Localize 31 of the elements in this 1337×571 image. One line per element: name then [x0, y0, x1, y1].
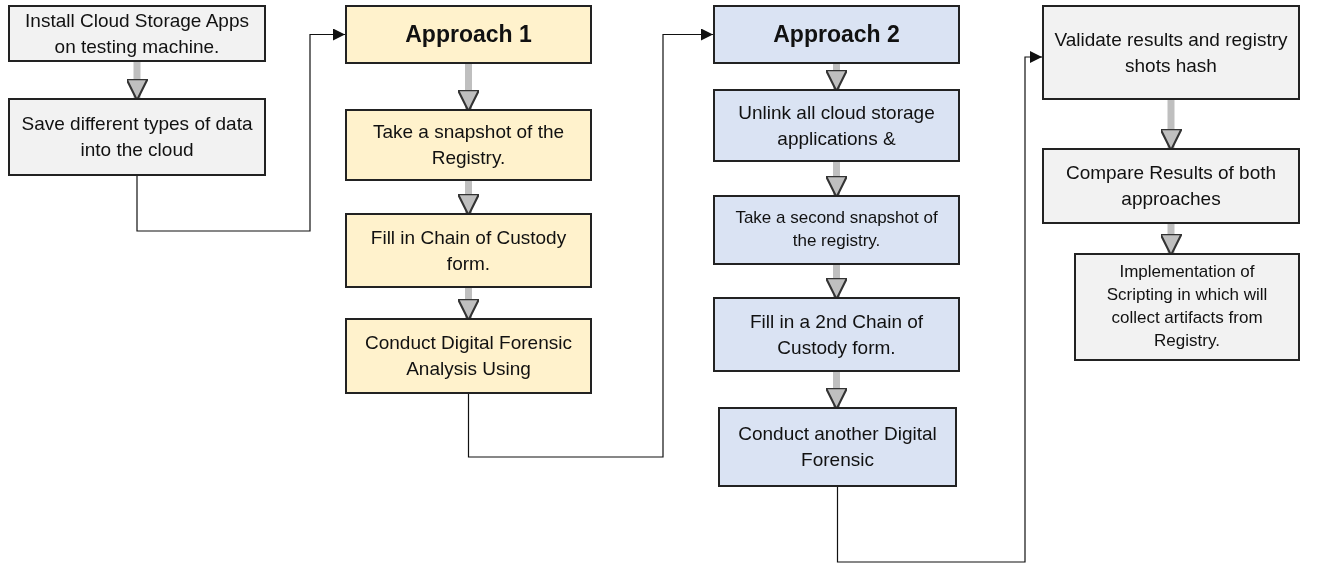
- connector-arrow: [836, 51, 1043, 563]
- heading-text: Approach 2: [773, 19, 900, 49]
- step-text: Unlink all cloud storage applications &: [737, 100, 936, 151]
- process-box: [1042, 148, 1300, 224]
- step-text: Implementation of Scripting in which will collect artifacts from Registry.: [1105, 261, 1269, 352]
- step-text: Validate results and registry shots hash: [1054, 27, 1288, 78]
- process-box: [713, 195, 960, 265]
- process-box: [713, 89, 960, 162]
- process-box: [1074, 253, 1300, 361]
- step-text: Install Cloud Storage Apps on testing machine.: [24, 8, 250, 59]
- process-box: [718, 407, 957, 487]
- process-box: [345, 109, 592, 181]
- step-text: Conduct Digital Forensic Analysis Using: [364, 331, 573, 381]
- connector-arrow: [136, 28, 346, 232]
- step-text: Save different types of data into the cloud: [20, 112, 254, 162]
- step-text: Take a snapshot of the Registry.: [371, 120, 566, 170]
- step-text: Fill in Chain of Custody form.: [369, 225, 568, 276]
- heading-box: [345, 5, 592, 64]
- step-text: Compare Results of both approaches: [1064, 161, 1278, 211]
- process-box: [713, 297, 960, 372]
- process-box: [345, 318, 592, 394]
- connector-arrow: [467, 28, 714, 458]
- step-text: Take a second snapshot of the registry.: [734, 207, 939, 252]
- process-box: [1042, 5, 1300, 100]
- step-text: Conduct another Digital Forensic: [737, 422, 938, 472]
- step-text: Fill in a 2nd Chain of Custody form.: [748, 309, 925, 360]
- process-box: [345, 213, 592, 288]
- process-box: [8, 5, 266, 62]
- process-box: [8, 98, 266, 176]
- heading-box: [713, 5, 960, 64]
- heading-text: Approach 1: [405, 19, 532, 49]
